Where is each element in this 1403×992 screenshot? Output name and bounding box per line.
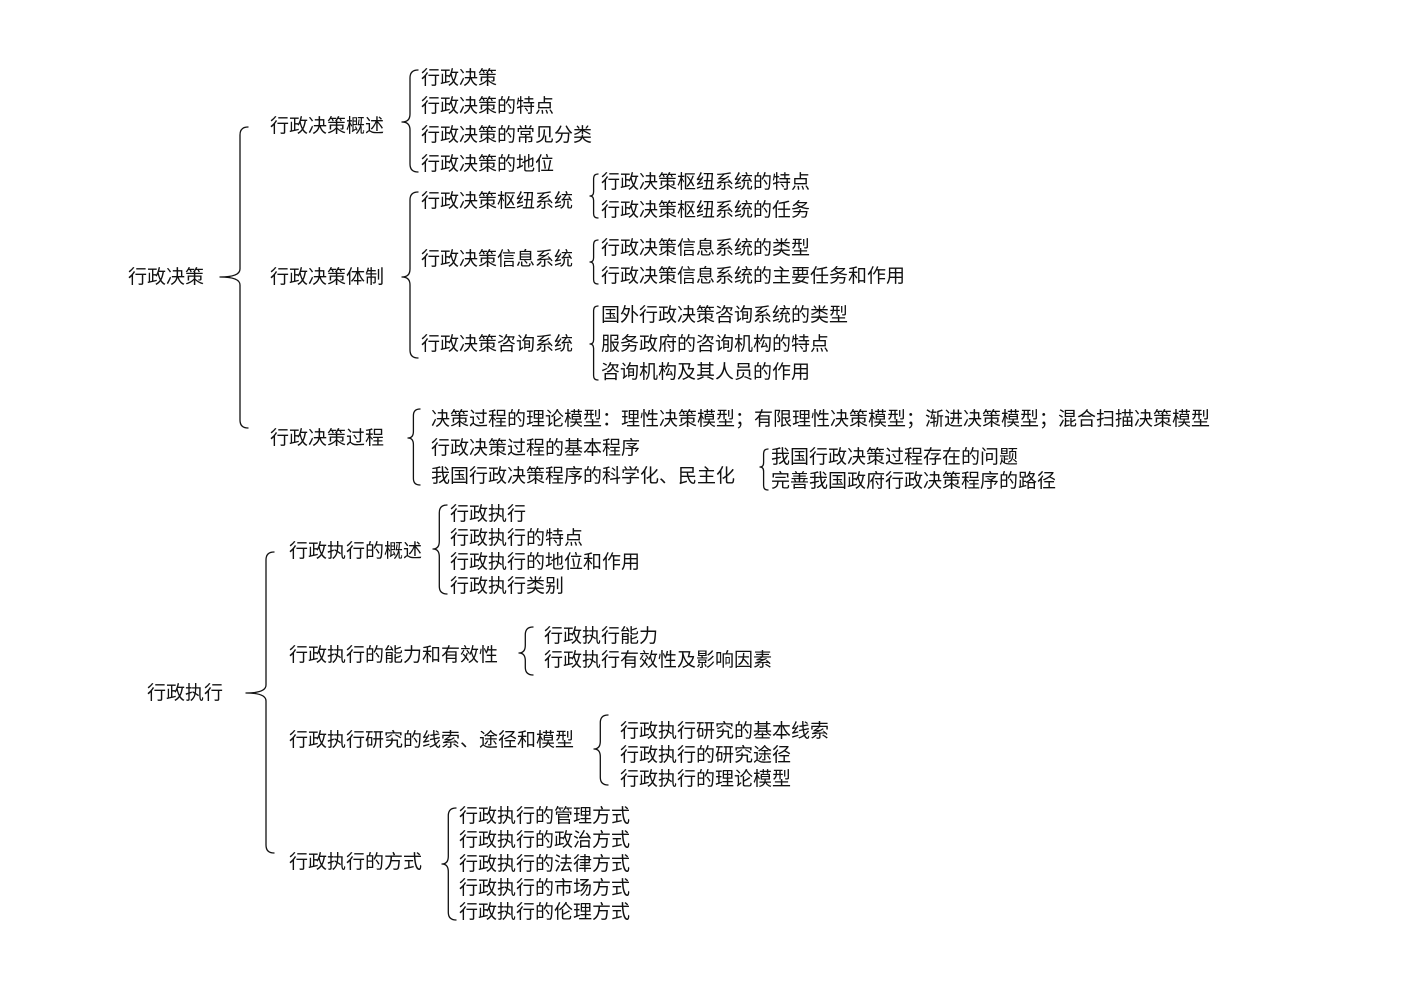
brace-execution-overview [432,504,448,595]
branch-execution-overview: 行政执行的概述 [289,540,423,562]
brace-decision-process [407,408,421,486]
leaf-node: 行政决策枢纽系统的特点 [601,171,811,193]
leaf-node: 决策过程的理论模型：理性决策模型；有限理性决策模型；渐进决策模型；混合扫描决策模… [431,408,1211,430]
leaf-node: 我国行政决策过程存在的问题 [771,446,1019,468]
brace-decision-root [219,126,249,429]
leaf-node: 行政决策的特点 [421,95,555,117]
branch-decision-process: 行政决策过程 [270,427,385,449]
brace-execution-research [593,714,609,786]
leaf-node: 行政执行的地位和作用 [450,551,641,573]
brace-reform [759,448,769,491]
brace-hub-system [589,173,599,219]
subbranch-info-system: 行政决策信息系统 [421,248,574,270]
leaf-node: 行政执行的政治方式 [459,829,631,851]
root-node-execution: 行政执行 [147,682,224,704]
brace-execution-methods [441,807,457,921]
leaf-node: 行政执行的研究途径 [620,744,792,766]
branch-decision-overview: 行政决策概述 [270,115,385,137]
leaf-node: 行政执行的伦理方式 [459,901,631,923]
subbranch-hub-system: 行政决策枢纽系统 [421,190,574,212]
leaf-node: 咨询机构及其人员的作用 [601,361,811,383]
leaf-node: 行政执行的理论模型 [620,768,792,790]
branch-execution-capacity: 行政执行的能力和有效性 [289,644,499,666]
root-node-decision: 行政决策 [128,266,205,288]
leaf-node: 行政决策过程的基本程序 [431,437,641,459]
branch-execution-methods: 行政执行的方式 [289,851,423,873]
leaf-node: 行政决策信息系统的类型 [601,237,811,259]
leaf-node: 行政决策枢纽系统的任务 [601,199,811,221]
leaf-node: 服务政府的咨询机构的特点 [601,333,830,355]
leaf-node: 行政决策 [421,67,498,89]
brace-decision-system [401,191,419,359]
leaf-node: 完善我国政府行政决策程序的路径 [771,470,1057,492]
brace-consult-system [589,305,599,381]
brace-decision-overview [401,69,419,173]
branch-execution-research: 行政执行研究的线索、途径和模型 [289,729,575,751]
leaf-node: 行政执行的特点 [450,527,584,549]
subbranch-consult-system: 行政决策咨询系统 [421,333,574,355]
leaf-node: 行政决策的常见分类 [421,124,593,146]
leaf-node: 行政执行能力 [544,625,659,647]
leaf-node: 行政执行的市场方式 [459,877,631,899]
brace-info-system [589,239,599,285]
branch-decision-system: 行政决策体制 [270,266,385,288]
brace-execution-root [245,551,275,854]
leaf-node: 行政执行 [450,503,527,525]
leaf-node: 行政执行的法律方式 [459,853,631,875]
brace-execution-capacity [518,626,534,676]
leaf-node: 行政执行有效性及影响因素 [544,649,773,671]
leaf-node: 行政执行类别 [450,575,565,597]
leaf-node: 行政决策信息系统的主要任务和作用 [601,265,906,287]
leaf-node: 国外行政决策咨询系统的类型 [601,304,849,326]
leaf-node: 行政执行的管理方式 [459,805,631,827]
leaf-node: 行政执行研究的基本线索 [620,720,830,742]
subbranch-reform: 我国行政决策程序的科学化、民主化 [431,465,736,487]
leaf-node: 行政决策的地位 [421,153,555,175]
